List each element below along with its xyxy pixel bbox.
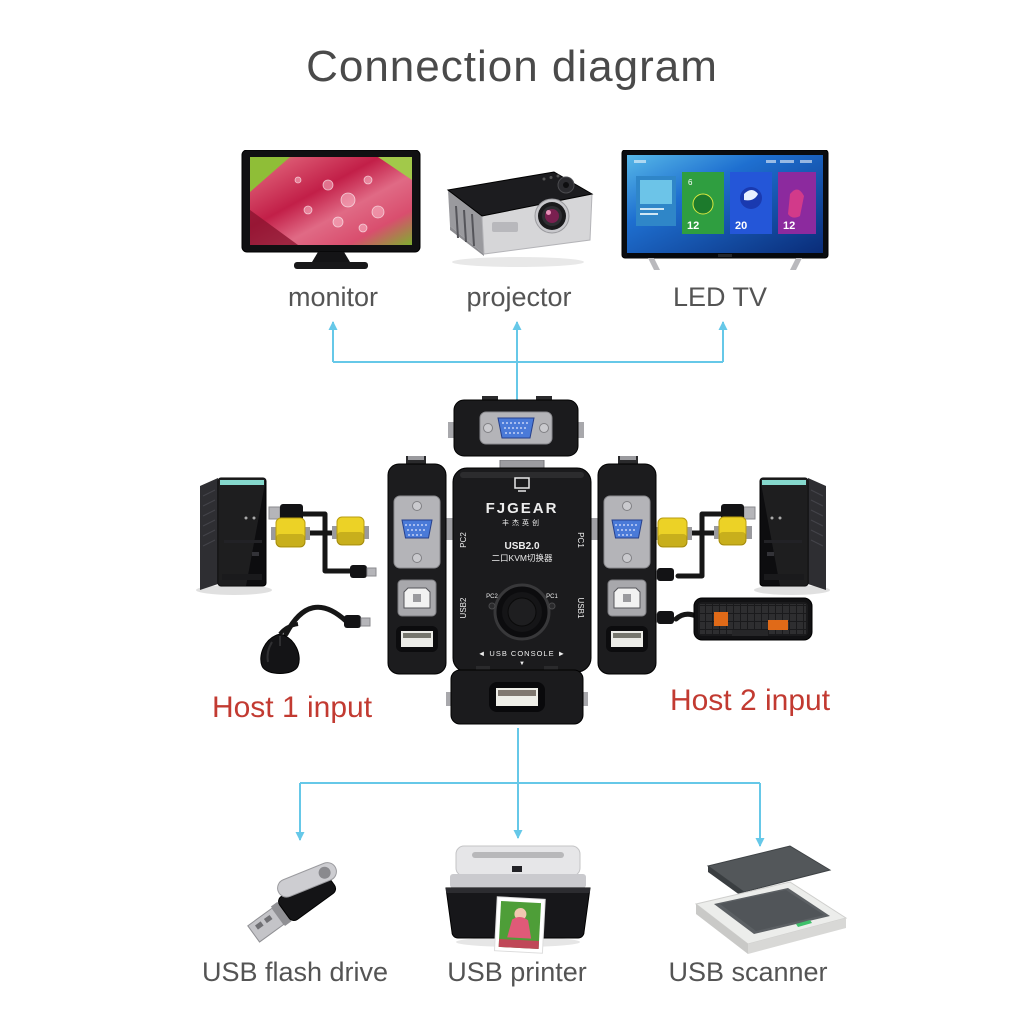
- kvm-console-arrow: ▼: [519, 661, 525, 667]
- kvm-led-left: [488, 602, 496, 610]
- kvm-led-label-right: PC1: [546, 594, 558, 600]
- host1-computer-tower: [196, 477, 272, 595]
- kvm-brand-cn: 丰杰英创: [502, 518, 542, 527]
- led-tv-image: 6 12 20 12: [621, 150, 829, 270]
- usb-printer-label: USB printer: [447, 957, 587, 987]
- svg-text:12: 12: [687, 220, 699, 232]
- usb-flash-drive-label: USB flash drive: [201, 957, 389, 987]
- kvm-left-module: [387, 456, 454, 675]
- usb-printer-image: [445, 845, 591, 954]
- kvm-brand: FJGEAR: [486, 500, 559, 517]
- kvm-port-label-pc2: PC2: [459, 532, 468, 548]
- kvm-bottom-usb-module: [446, 666, 588, 725]
- kvm-port-label-pc1: PC1: [576, 532, 585, 548]
- kvm-port-label-usb2: USB2: [459, 597, 468, 618]
- kvm-spec: USB2.0: [504, 541, 539, 552]
- kvm-spec-cn: 二口KVM切换器: [492, 553, 553, 563]
- led-tv-label: LED TV: [672, 282, 768, 312]
- page-title: Connection diagram: [306, 42, 718, 91]
- kvm-switch-body: FJGEAR 丰杰英创 USB2.0 二口KVM切换器 PC2 PC1 USB2…: [452, 460, 592, 673]
- usb-scanner-image: [694, 845, 848, 954]
- connector-bottom: [295, 728, 765, 847]
- monitor-label: monitor: [287, 282, 379, 312]
- projector-image: [446, 171, 594, 267]
- svg-text:12: 12: [783, 220, 795, 232]
- host2-computer-tower: [754, 477, 830, 595]
- scanner-power-led: [796, 920, 812, 927]
- kvm-display-icon: [514, 477, 530, 492]
- host1-label: Host 1 input: [211, 691, 373, 724]
- host2-label: Host 2 input: [669, 684, 831, 717]
- svg-text:6: 6: [688, 178, 693, 187]
- projector-label: projector: [466, 282, 572, 312]
- usb-flash-drive-image: [247, 862, 337, 943]
- kvm-right-module: [590, 456, 657, 675]
- host1-cables: [268, 504, 377, 637]
- kvm-led-label-left: PC2: [486, 594, 498, 600]
- kvm-led-right: [548, 602, 556, 610]
- kvm-console-label: ◄ USB CONSOLE ►: [478, 649, 566, 658]
- host2-cables: [647, 504, 756, 625]
- kvm-select-button[interactable]: [493, 583, 551, 641]
- tv-app-tiles: 6 12 20 12: [636, 172, 816, 234]
- connector-top: [328, 321, 728, 428]
- host2-keyboard: [693, 597, 813, 641]
- kvm-top-vga-module: [448, 396, 584, 457]
- host1-mouse: [260, 622, 300, 674]
- printed-photo: [493, 896, 546, 954]
- monitor-image: [241, 150, 421, 269]
- svg-text:20: 20: [735, 220, 747, 232]
- kvm-port-label-usb1: USB1: [576, 598, 585, 619]
- usb-scanner-label: USB scanner: [668, 957, 828, 987]
